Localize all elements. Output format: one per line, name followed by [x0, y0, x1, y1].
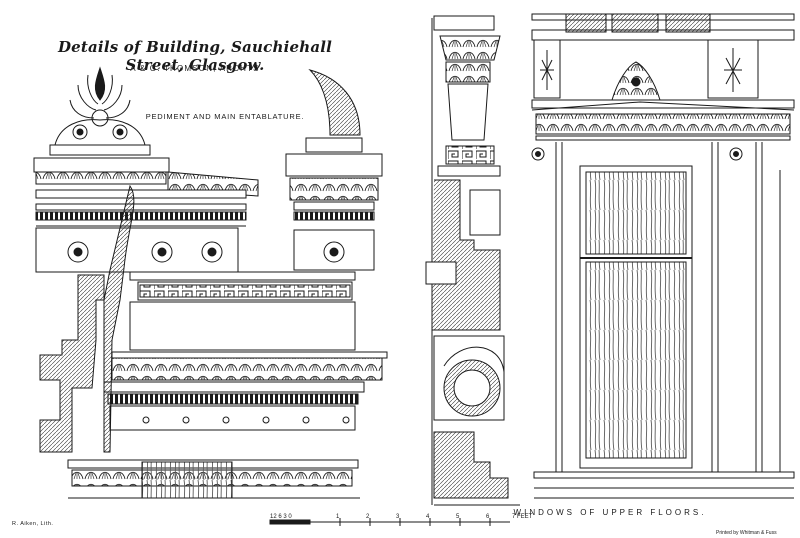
- anthemion-acroterion: [54, 66, 146, 146]
- pediment-elevation: [33, 66, 388, 499]
- lithographer-credit: R. Aiken, Lith.: [12, 521, 54, 527]
- scale-label: 12 6 3 0: [270, 514, 292, 520]
- scale-label: 5: [456, 514, 460, 520]
- guttae-row: [142, 416, 350, 424]
- frieze-rosettes: [67, 241, 223, 263]
- window-corbels: [533, 39, 759, 101]
- scale-label: 4: [426, 514, 430, 520]
- capital-detail: [285, 69, 383, 271]
- windows-caption: WINDOWS OF UPPER FLOORS.: [513, 508, 707, 517]
- scale-label: 2: [366, 514, 370, 520]
- scale-label: 7 FEET: [512, 514, 533, 520]
- printer-credit: Printed by Whitman & Fuss: [716, 530, 777, 536]
- scale-bar: [269, 518, 510, 526]
- drawing-subtitle: PEDIMENT AND MAIN ENTABLATURE.: [145, 112, 305, 121]
- scale-label: 6: [486, 514, 490, 520]
- scale-label: 1: [336, 514, 340, 520]
- window-elevation: [531, 13, 795, 499]
- scale-labels: 12 6 3 0 1 2 3 4 5 6 7 FEET: [262, 514, 542, 524]
- column-section: [425, 15, 520, 506]
- architect-credit: A & G. THOMSON, ARCHTS: [130, 64, 260, 73]
- plate-title: Details of Building, Sauchiehall Street,…: [57, 38, 333, 74]
- scale-label: 3: [396, 514, 400, 520]
